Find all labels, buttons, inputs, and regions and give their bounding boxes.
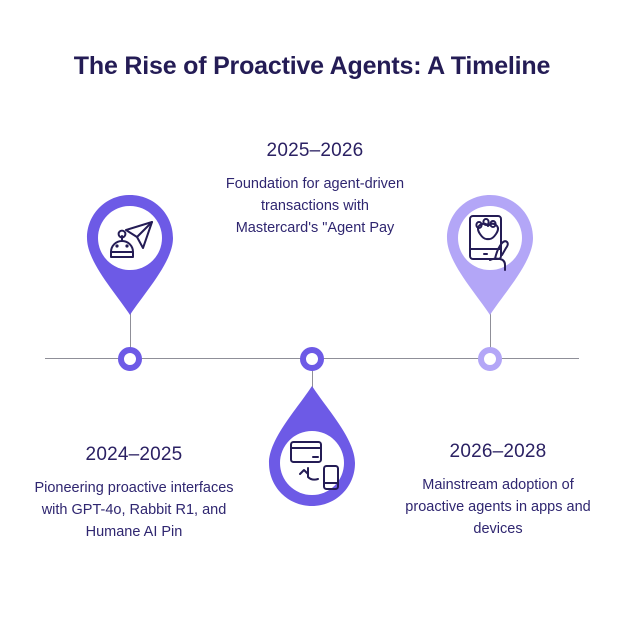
milestone-description: Foundation for agent-driven transactions… <box>225 176 405 236</box>
connector-stem-milestone-1 <box>130 313 131 349</box>
timeline-node-milestone-3[interactable] <box>478 347 502 371</box>
map-pin-milestone-1[interactable] <box>80 192 180 318</box>
milestone-period: 2024–2025 <box>85 444 183 465</box>
pin-inner-circle <box>458 206 522 270</box>
milestone-text-milestone-3: 2026–2028 Mainstream adoption of proacti… <box>392 441 604 540</box>
milestone-period: 2025–2026 <box>266 140 364 161</box>
credit-card-transfer-phone-icon <box>290 441 339 490</box>
milestone-description: Mainstream adoption of proactive agents … <box>405 477 591 537</box>
milestone-text-milestone-2: 2025–2026 Foundation for agent-driven tr… <box>222 140 408 239</box>
timeline-node-milestone-1[interactable] <box>118 347 142 371</box>
connector-stem-milestone-3 <box>490 313 491 349</box>
milestone-period: 2026–2028 <box>449 441 547 462</box>
map-pin-milestone-3[interactable] <box>440 192 540 318</box>
milestone-text-milestone-1: 2024–2025 Pioneering proactive interface… <box>28 444 240 543</box>
pin-inner-circle <box>98 206 162 270</box>
bot-head-send-icon <box>110 221 153 258</box>
hand-holding-phone-paw-icon <box>469 215 509 271</box>
page-title: The Rise of Proactive Agents: A Timeline <box>73 52 551 80</box>
timeline-node-milestone-2[interactable] <box>300 347 324 371</box>
milestone-description: Pioneering proactive interfaces with GPT… <box>34 480 234 540</box>
map-pin-milestone-2[interactable] <box>262 383 362 509</box>
